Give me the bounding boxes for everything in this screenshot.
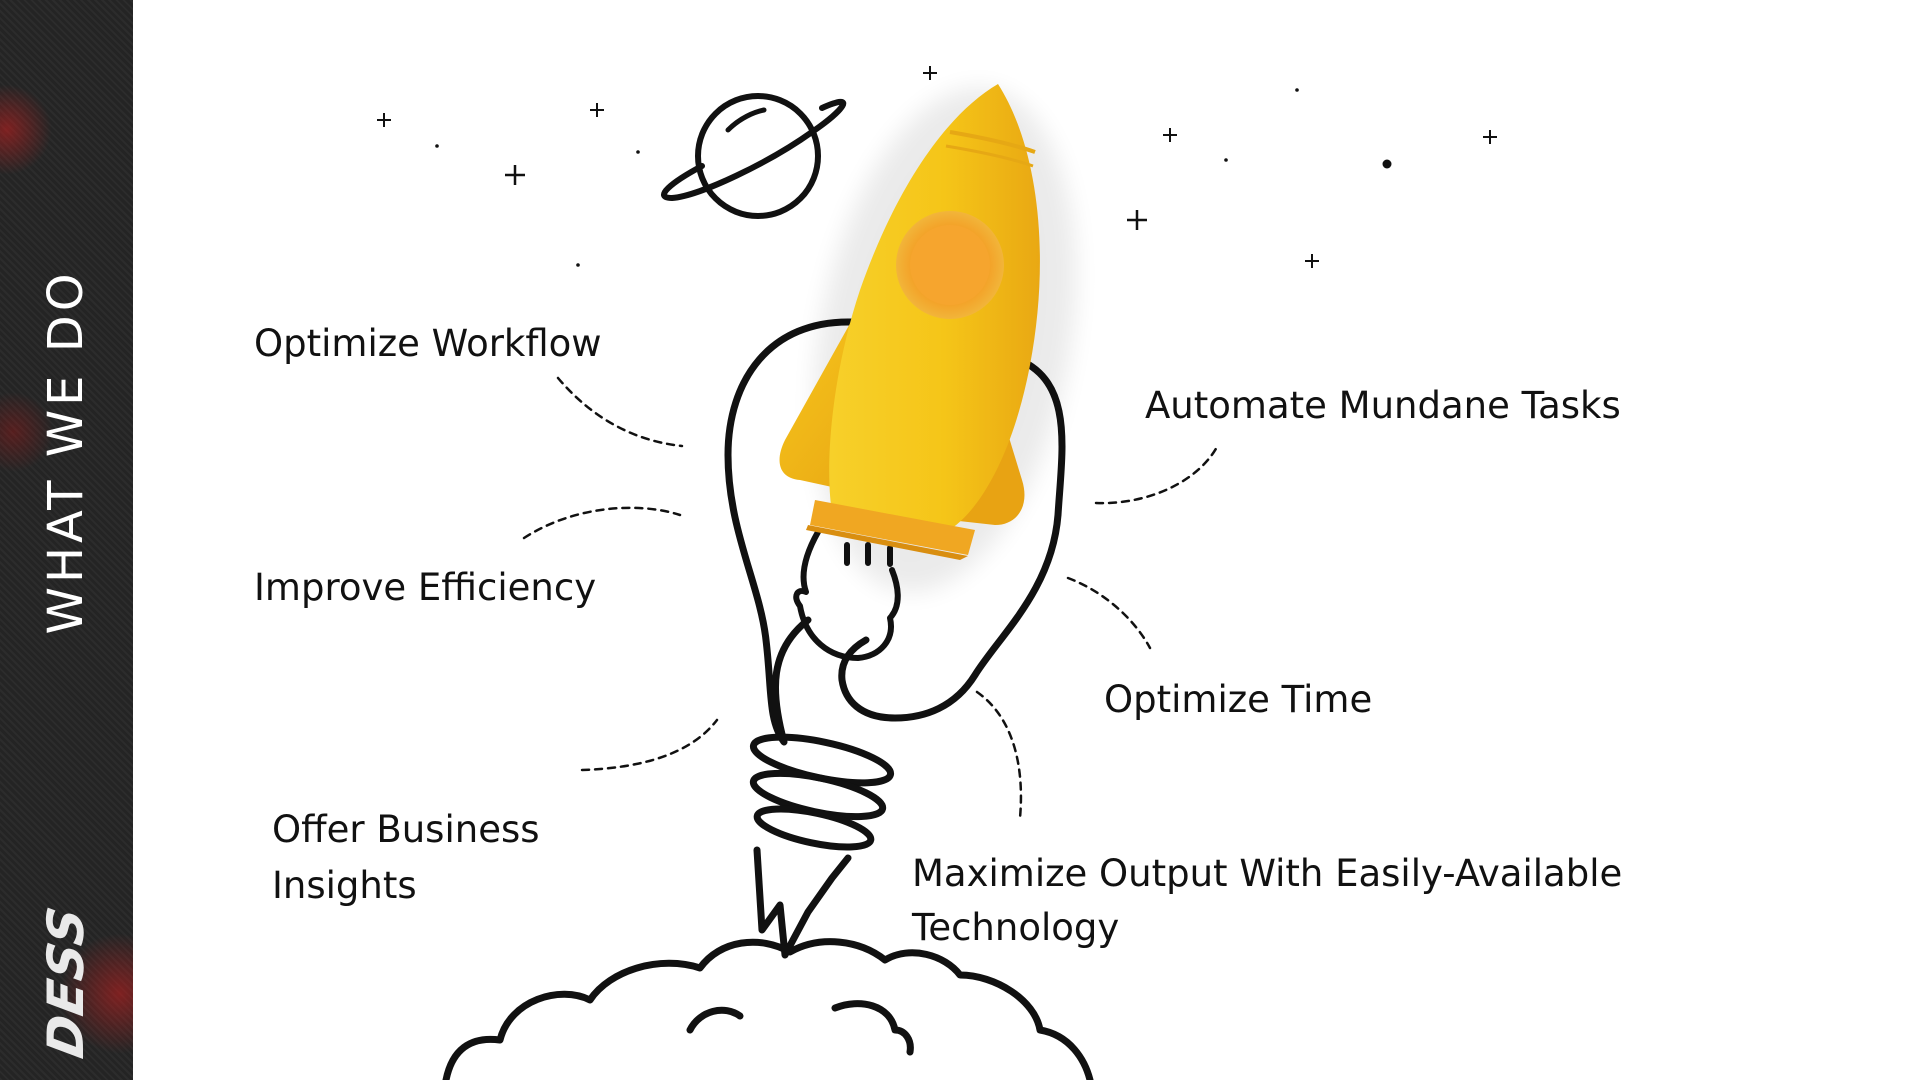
smoke-cloud — [442, 938, 1094, 1080]
star-dot — [435, 144, 439, 148]
connector-automate — [1094, 443, 1220, 505]
label-maximize-output-line2: Technology — [912, 906, 1120, 949]
star-icon — [505, 165, 525, 185]
star-icon — [1163, 128, 1177, 142]
label-automate-mundane-tasks: Automate Mundane Tasks — [1145, 384, 1621, 427]
connector-offer-business — [580, 718, 719, 772]
star-icon — [1305, 254, 1319, 268]
connector-optimize-workflow — [556, 376, 684, 448]
star-icon — [590, 103, 604, 117]
label-improve-efficiency: Improve Efficiency — [254, 566, 597, 609]
label-maximize-output-line1: Maximize Output With Easily-Available — [912, 852, 1623, 895]
label-offer-business-line2: Insights — [272, 864, 417, 907]
label-offer-business-line1: Offer Business — [272, 808, 540, 851]
star-dot — [636, 150, 640, 154]
lightbulb-outline — [724, 318, 1066, 959]
label-optimize-time: Optimize Time — [1104, 678, 1373, 721]
connector-maximize — [975, 690, 1023, 820]
label-optimize-workflow: Optimize Workflow — [254, 322, 602, 365]
star-dot — [1224, 158, 1228, 162]
star-icon — [923, 66, 937, 80]
connector-lines — [522, 376, 1220, 820]
sidebar: WHAT WE DO DESS — [0, 0, 133, 1080]
star-dot — [1295, 88, 1299, 92]
stars — [377, 66, 1497, 268]
star-icon — [377, 113, 391, 127]
planet-icon — [661, 93, 847, 219]
rocket-icon — [779, 84, 1076, 593]
connector-improve-efficiency — [522, 506, 682, 540]
star-icon — [1483, 130, 1497, 144]
connector-optimize-time — [1066, 576, 1152, 650]
star-dot — [1382, 159, 1392, 169]
star-icon — [1127, 210, 1147, 230]
star-dot — [576, 263, 580, 267]
